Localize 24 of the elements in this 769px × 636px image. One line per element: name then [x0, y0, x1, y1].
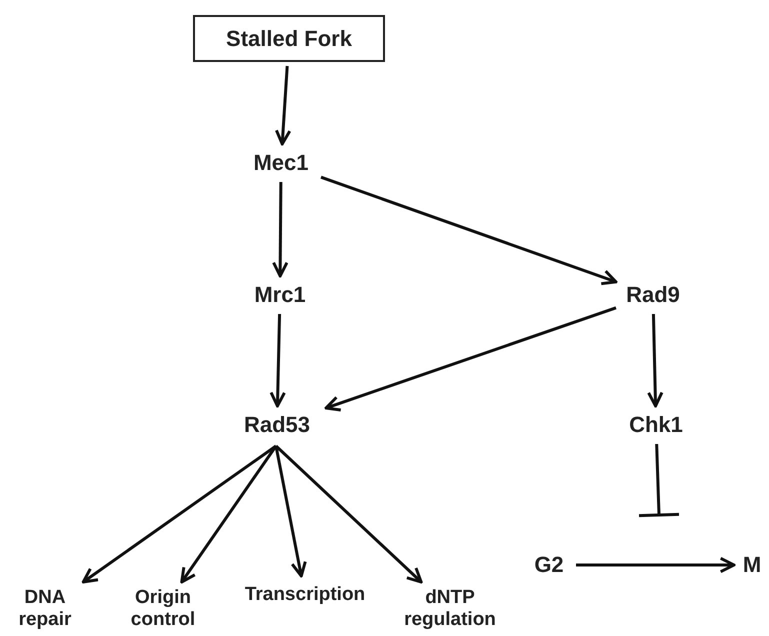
protein-label: Mrc1	[247, 280, 313, 310]
arrow	[324, 306, 616, 412]
protein-label: Rad53	[232, 410, 322, 440]
arrow	[270, 314, 286, 408]
arrow	[647, 314, 664, 408]
arrow	[320, 176, 618, 286]
protein-label: Transcription	[226, 580, 384, 610]
arrow	[180, 445, 278, 584]
protein-label: dNTP regulation	[388, 586, 512, 632]
inhibition-line	[638, 444, 680, 518]
arrow	[576, 556, 736, 574]
arrow	[274, 444, 423, 584]
arrow	[274, 446, 307, 578]
protein-label: DNA repair	[5, 586, 85, 632]
arrow	[82, 444, 277, 584]
protein-label: Chk1	[622, 410, 690, 440]
protein-label: G2	[526, 550, 572, 580]
protein-label: Origin control	[122, 586, 204, 632]
process-box: Stalled Fork	[193, 15, 385, 62]
arrow	[274, 66, 292, 146]
protein-label: Rad9	[620, 280, 686, 310]
protein-label: M	[738, 550, 766, 580]
protein-label: Mec1	[245, 148, 317, 178]
arrow	[272, 182, 288, 278]
